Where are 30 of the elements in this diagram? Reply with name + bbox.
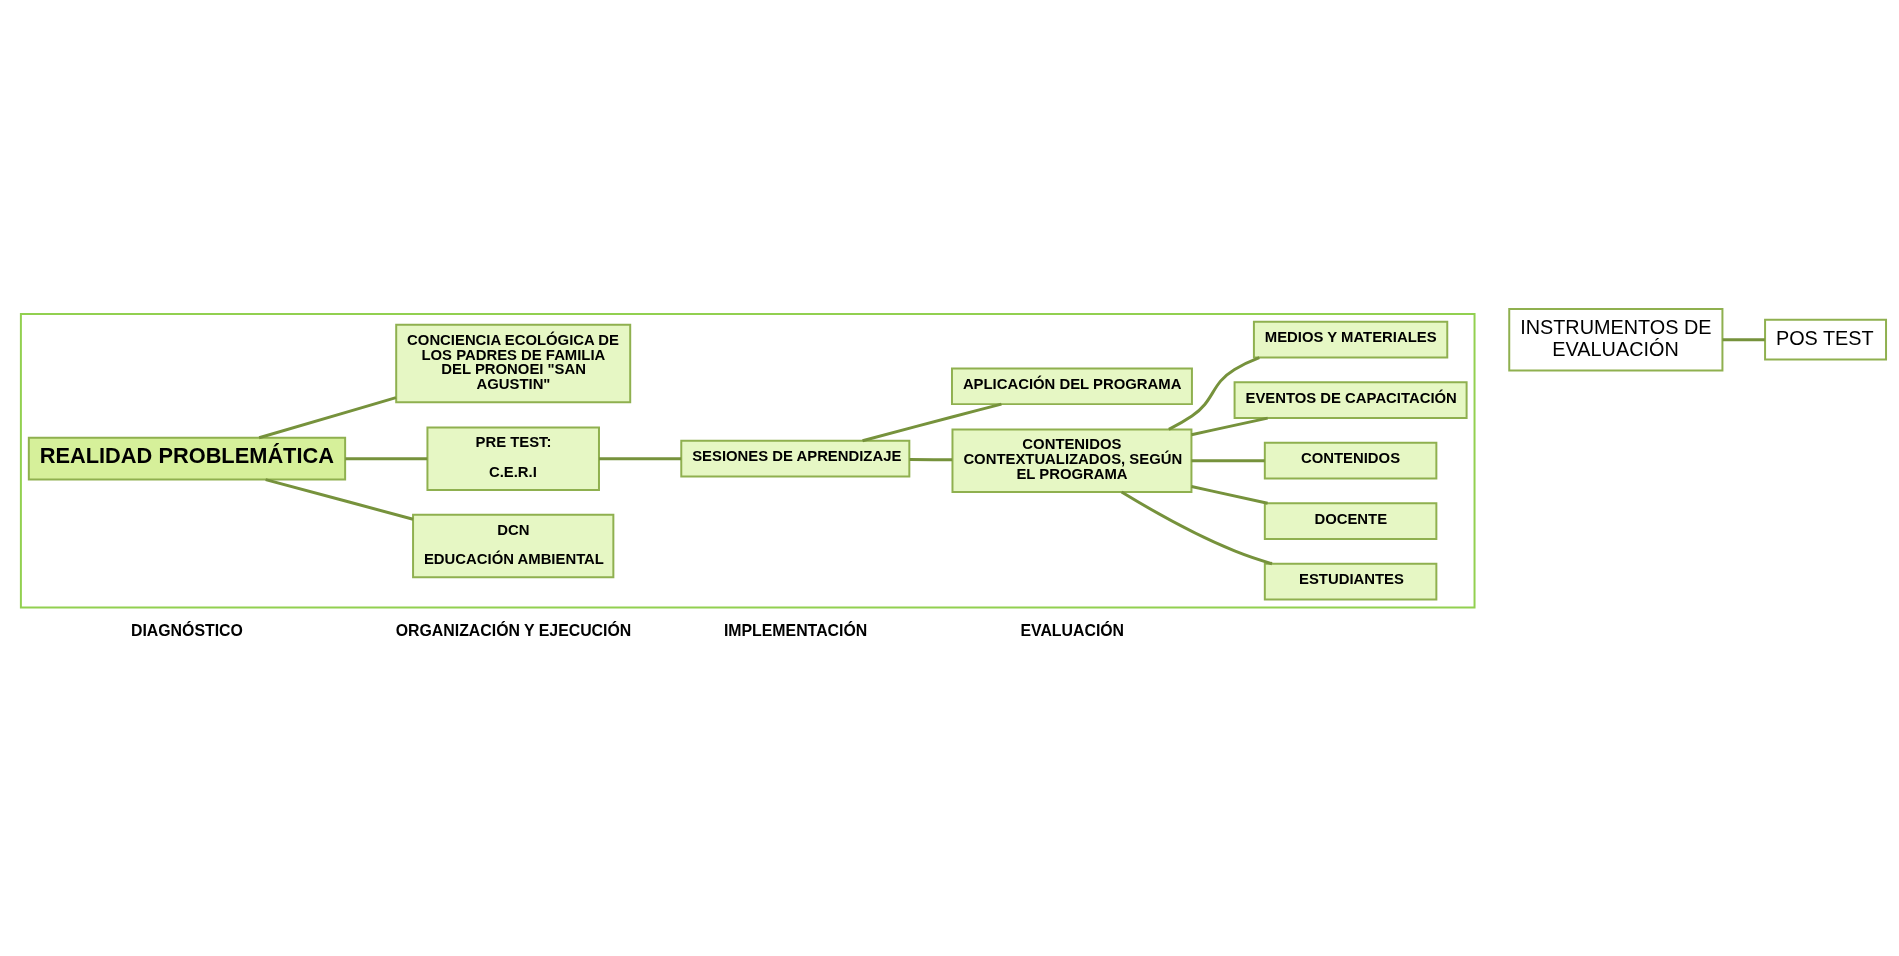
node-box: INSTRUMENTOS DE EVALUACIÓN	[1508, 307, 1724, 371]
node-box: APLICACIÓN DEL PROGRAMA	[951, 366, 1193, 405]
connector	[1191, 484, 1268, 505]
node-box: CONTENIDOS	[1263, 441, 1438, 479]
node-box: EVENTOS DE CAPACITACIÓN	[1233, 380, 1468, 419]
node-box: DOCENTE	[1263, 501, 1438, 540]
node-box: CONCIENCIA ECOLÓGICA DE LOS PADRES DE FAMILIA DEL PRONOEI "SAN AGUSTIN"	[395, 323, 632, 403]
node-box: POS TEST	[1764, 318, 1888, 360]
label: IMPLEMENTACIÓN	[723, 621, 868, 639]
connector	[1191, 458, 1265, 462]
node-box: SESIONES DE APRENDIZAJE	[680, 439, 911, 477]
node-box: PRE TEST: C.E.R.I	[426, 425, 600, 491]
node-box: ESTUDIANTES	[1263, 562, 1438, 600]
connector	[265, 477, 414, 521]
label: DIAGNÓSTICO	[130, 621, 243, 639]
node-box: MEDIOS Y MATERIALES	[1252, 320, 1449, 358]
connector	[1168, 355, 1260, 431]
node-box: CONTENIDOS CONTEXTUALIZADOS, SEGÚN EL PROGRAMA	[951, 427, 1193, 493]
connector	[909, 457, 953, 461]
connector	[599, 456, 682, 460]
connector	[1191, 416, 1268, 436]
connector	[1120, 490, 1273, 565]
cluster	[19, 312, 1476, 608]
label: ORGANIZACIÓN Y EJECUCIÓN	[395, 621, 632, 639]
node-box: DCN EDUCACIÓN AMBIENTAL	[412, 513, 615, 578]
connector	[1722, 337, 1765, 341]
connector	[258, 395, 397, 439]
label: EVALUACIÓN	[1020, 621, 1125, 639]
node-box: REALIDAD PROBLEMÁTICA	[27, 436, 347, 480]
connector	[345, 456, 428, 460]
